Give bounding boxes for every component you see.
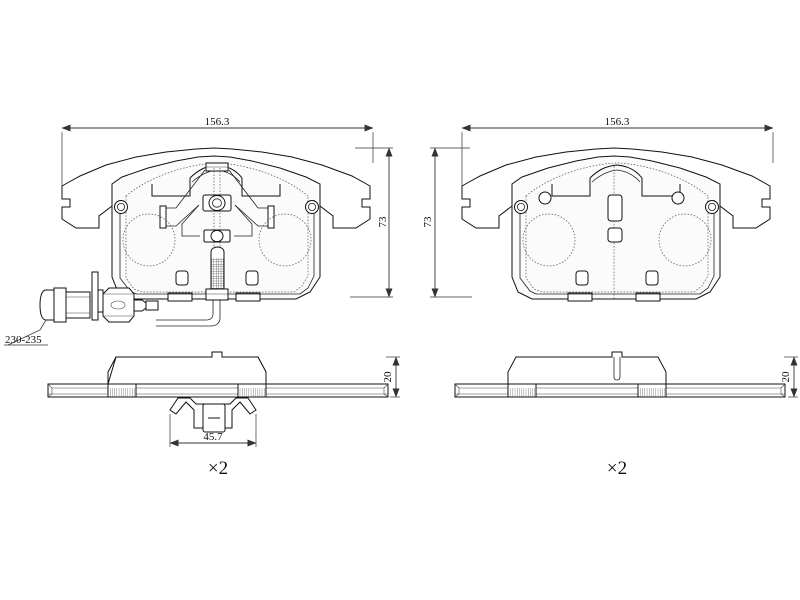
right-pad-pin-hole-right — [671, 191, 685, 205]
dimension-left-height: 73 — [350, 147, 393, 298]
right-pad-pin-hole-left — [538, 191, 552, 205]
right-pad-rivet-hole-left-inner — [517, 202, 526, 211]
view-right-pad-face: 156.3 73 — [422, 116, 774, 302]
dimension-label-right-height: 73 — [422, 216, 434, 228]
dimension-label-left-height: 73 — [377, 216, 389, 228]
left-pad-sensor-clamp-bottom — [205, 288, 229, 301]
dimension-right-width: 156.3 — [461, 116, 774, 186]
right-pad-inner-chamfer — [519, 200, 715, 295]
dimension-left-thickness: 20 — [382, 356, 400, 398]
left-pad-sensor-wire-upper — [156, 300, 214, 321]
connector-flange-collar — [97, 289, 104, 313]
retaining-clip-arm-left — [175, 401, 187, 415]
right-side-block-right-hatch — [639, 388, 665, 397]
left-pad-top-dotted-arc — [125, 162, 309, 197]
right-pad-locator-circle-left — [522, 213, 576, 267]
right-pad-hole-lower-left — [575, 270, 589, 286]
quantity-label-left: ×2 — [208, 458, 228, 479]
right-pad-top-dotted-arc — [525, 162, 709, 197]
left-pad-hole-lower-right — [245, 270, 259, 286]
left-pad-locator-circle-left — [122, 213, 176, 267]
left-side-block-right-hatch — [239, 388, 265, 397]
quantity-label-right: ×2 — [607, 458, 627, 479]
right-side-block-left-hatch — [509, 388, 535, 397]
connector-flange — [91, 271, 99, 321]
connector-body-rear — [65, 291, 91, 319]
left-pad-spring-arm-lower-left — [181, 204, 200, 237]
dimension-label-clip-width: 45.7 — [203, 431, 223, 443]
left-pad-sensor-spring-hatch — [211, 258, 224, 289]
right-pad-locator-circle-right — [658, 213, 712, 267]
right-side-plate-profile — [507, 351, 667, 385]
left-pad-rivet-hole-left-inner — [117, 202, 126, 211]
right-pad-hole-lower-right — [645, 270, 659, 286]
connector-body-mid — [53, 287, 67, 323]
connector-wire-stub — [145, 300, 159, 311]
left-pad-sensor-wire-lower — [156, 300, 221, 327]
left-pad-sensor-collar-ring — [210, 229, 224, 243]
view-left-pad-face: 156.3 73 — [4, 116, 393, 346]
right-side-friction-slab — [454, 383, 786, 398]
callout-label-cable-length: 230-235 — [5, 334, 42, 346]
left-pad-spring-arm-lower-right — [234, 204, 253, 237]
left-pad-foot-left — [167, 293, 193, 302]
right-pad-foot-left — [567, 293, 593, 302]
dimension-label-right-thickness: 20 — [780, 371, 792, 383]
left-side-plate-profile — [107, 351, 267, 385]
dimension-right-height: 73 — [422, 147, 472, 298]
right-pad-rivet-hole-right-inner — [708, 202, 717, 211]
left-pad-hole-lower-left — [175, 270, 189, 286]
dimension-label-right-width: 156.3 — [605, 116, 630, 128]
right-pad-top-bridge — [589, 164, 643, 179]
view-right-pad-side: 20 ×2 — [454, 351, 798, 479]
dimension-label-left-thickness: 20 — [382, 371, 394, 383]
cable-length-leader — [7, 319, 47, 346]
left-pad-sensor-connector: 230-235 — [4, 271, 159, 346]
left-pad-clip-tab-left — [159, 205, 167, 229]
right-pad-top-bridge-inner — [591, 169, 641, 183]
connector-body-front — [39, 289, 55, 321]
dimension-clip-width: 45.7 — [169, 414, 257, 447]
left-side-friction-slab — [47, 383, 389, 398]
right-pad-foot-right — [635, 293, 661, 302]
right-side-end-chamfer-right — [780, 383, 786, 398]
connector-nut-center — [110, 300, 126, 310]
right-side-end-chamfer-left — [454, 383, 460, 398]
right-pad-center-slot-lower — [607, 227, 623, 243]
left-pad-locator-circle-right — [258, 213, 312, 267]
retaining-clip-arm-right — [239, 401, 251, 415]
left-side-end-chamfer-right — [383, 383, 389, 398]
right-pad-notch-right — [641, 178, 681, 197]
left-pad-notch-left — [151, 178, 191, 197]
left-side-block-left-hatch — [109, 388, 135, 397]
left-pad-foot-right — [235, 293, 261, 302]
dimension-right-thickness: 20 — [780, 356, 798, 398]
view-left-pad-side: 20 45.7 ×2 — [47, 351, 400, 479]
right-side-center-slot — [613, 357, 621, 381]
right-pad-notch-left — [551, 178, 591, 197]
right-pad-center-slot-upper — [607, 194, 623, 222]
left-pad-sensor-eyelet-inner — [212, 198, 222, 208]
right-pad-friction-dotted-edge — [525, 196, 709, 293]
connector-strain-relief — [133, 299, 147, 312]
dimension-left-width: 156.3 — [61, 116, 374, 186]
left-side-end-chamfer-left — [47, 383, 53, 398]
left-pad-clip-tab-right — [267, 205, 275, 229]
left-pad-rivet-hole-right-inner — [307, 202, 316, 211]
dimension-label-left-width: 156.3 — [205, 116, 230, 128]
left-side-retaining-clip — [169, 397, 257, 433]
